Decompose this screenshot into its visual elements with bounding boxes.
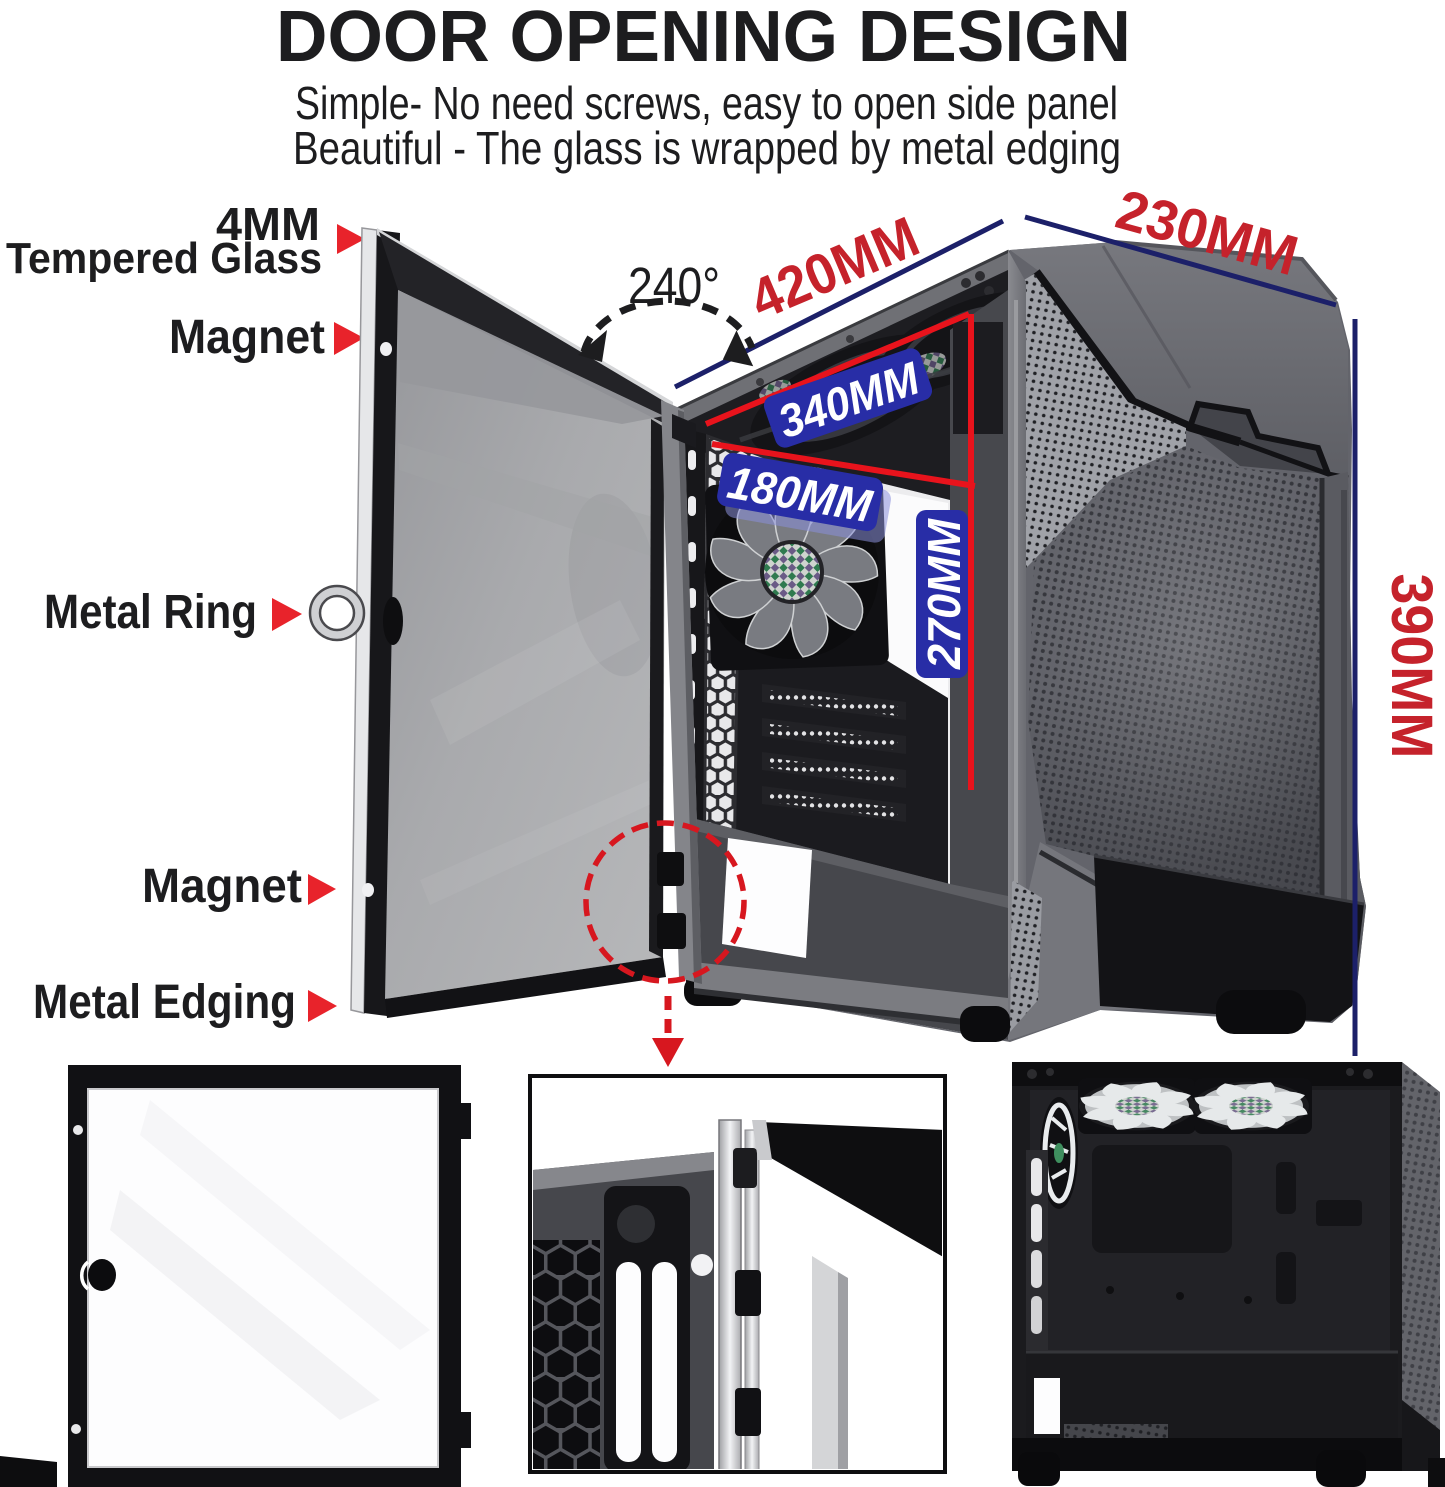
svg-text:Metal Ring: Metal Ring [44, 586, 257, 639]
svg-text:4MM: 4MM [216, 198, 320, 250]
svg-text:390MM: 390MM [1379, 574, 1444, 759]
svg-text:DOOR OPENING DESIGN: DOOR OPENING DESIGN [276, 0, 1131, 77]
svg-text:Simple- No need screws, easy t: Simple- No need screws, easy to open sid… [295, 77, 1118, 129]
svg-text:Magnet: Magnet [169, 311, 325, 364]
svg-text:Beautiful - The glass is wrapp: Beautiful - The glass is wrapped by meta… [293, 122, 1121, 174]
svg-text:Tempered Glass: Tempered Glass [6, 234, 322, 283]
svg-text:Magnet: Magnet [142, 860, 302, 913]
svg-text:Metal Edging: Metal Edging [33, 976, 296, 1029]
svg-text:270MM: 270MM [918, 517, 970, 670]
